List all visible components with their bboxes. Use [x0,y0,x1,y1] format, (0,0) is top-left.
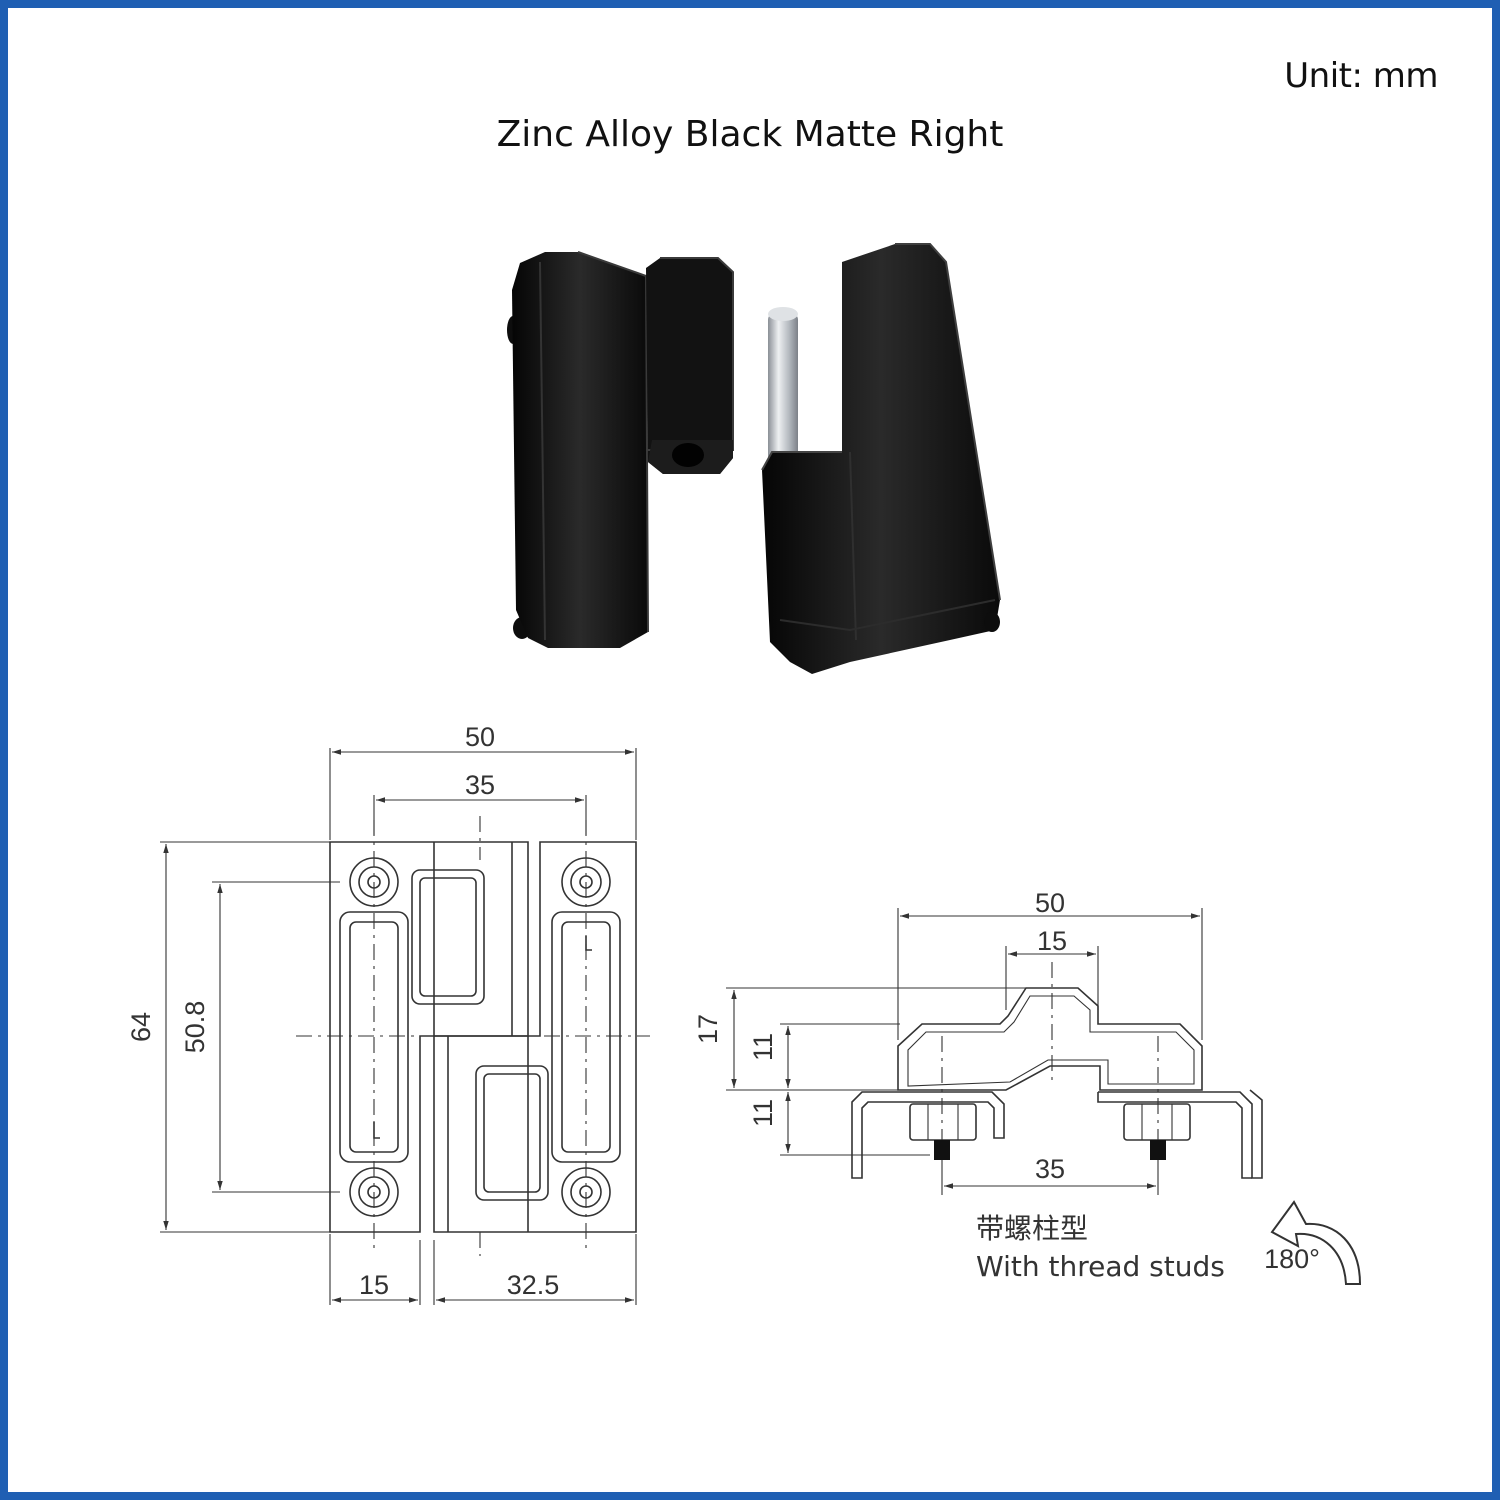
hinge-pin [768,307,798,464]
side-dim-center-15: 15 [1037,926,1067,956]
front-dim-holes-35: 35 [465,770,495,800]
front-dim-height-64: 64 [126,1012,156,1042]
caption-chinese: 带螺柱型 [976,1212,1088,1245]
rotation-arrow-icon [1270,1200,1362,1285]
side-view-drawing: 50 15 17 11 11 35 带螺柱型 With thread studs [693,888,1362,1285]
product-title: Zinc Alloy Black Matte Right [496,114,1004,155]
front-dim-width-50: 50 [465,722,495,752]
caption-english: With thread studs [976,1250,1225,1283]
front-dim-right-32-5: 32.5 [507,1270,560,1300]
side-dim-width-50: 50 [1035,888,1065,918]
hinge-photo [507,243,1001,674]
rotation-label: 180° [1264,1244,1320,1274]
front-dim-left-15: 15 [359,1270,389,1300]
front-dim-holes-50-8: 50.8 [180,1001,210,1054]
front-view-drawing: 50 35 64 50.8 15 32.5 [126,722,650,1305]
unit-label: Unit: mm [1284,56,1438,96]
side-dim-height-17: 17 [693,1014,723,1044]
side-dim-lower-11: 11 [748,1099,778,1127]
hinge-left-half [507,251,734,648]
hinge-right-half [761,243,1001,674]
side-dim-upper-11: 11 [748,1033,778,1061]
side-dim-studs-35: 35 [1035,1154,1065,1184]
